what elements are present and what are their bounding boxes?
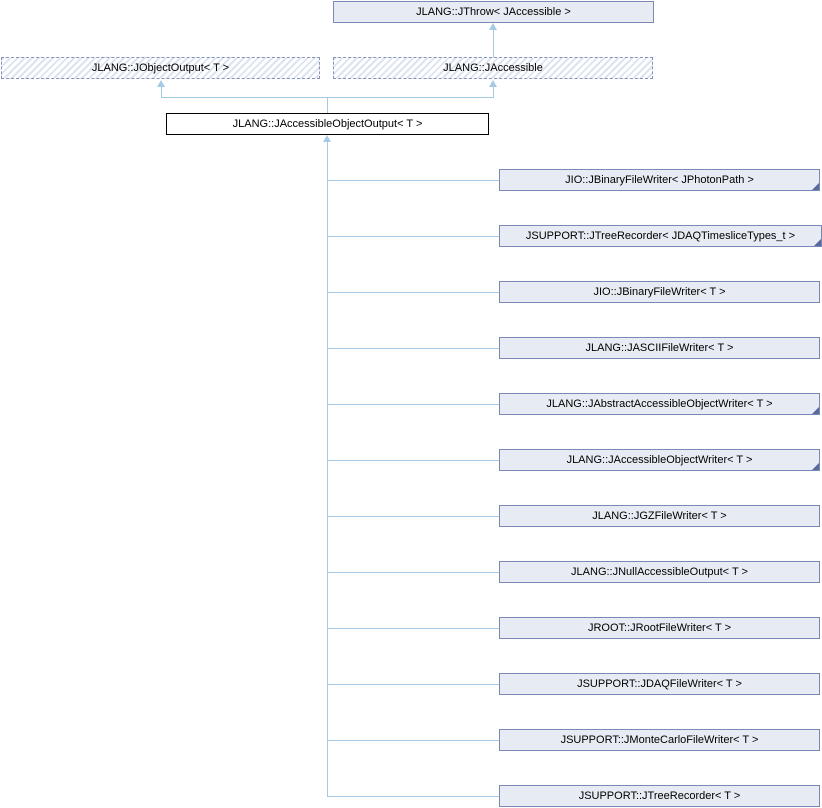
class-node-derived[interactable]: JIO::JBinaryFileWriter< T > <box>499 281 820 303</box>
class-name: JLANG::JObjectOutput< T > <box>91 62 230 74</box>
inheritance-edge <box>328 572 499 573</box>
inheritance-edge <box>328 740 499 741</box>
class-node-derived[interactable]: JSUPPORT::JMonteCarloFileWriter< T > <box>499 729 820 751</box>
class-name: JLANG::JAccessibleObjectWriter< T > <box>566 454 753 466</box>
inheritance-edge <box>328 516 499 517</box>
class-name: JLANG::JNullAccessibleOutput< T > <box>571 566 748 578</box>
class-name: JLANG::JAbstractAccessibleObjectWriter< … <box>546 398 773 410</box>
class-name: JLANG::JGZFileWriter< T > <box>592 510 727 522</box>
class-name: JSUPPORT::JTreeRecorder< T > <box>578 790 741 802</box>
class-node-derived[interactable]: JSUPPORT::JTreeRecorder< JDAQTimesliceTy… <box>499 225 822 247</box>
inheritance-edge <box>328 684 499 685</box>
inheritance-edge <box>328 236 499 237</box>
inheritance-edge <box>328 404 499 405</box>
arrow-up-icon <box>323 135 331 142</box>
inheritance-edge <box>328 628 499 629</box>
inheritance-edge <box>493 87 494 97</box>
class-name: JLANG::JThrow< JAccessible > <box>416 6 571 18</box>
subclasses-fold-icon <box>812 407 819 414</box>
inheritance-edge <box>328 180 499 181</box>
class-node-current: JLANG::JAccessibleObjectOutput< T > <box>166 113 489 135</box>
class-name: JROOT::JRootFileWriter< T > <box>587 622 732 634</box>
inheritance-edge <box>328 460 499 461</box>
class-name: JSUPPORT::JMonteCarloFileWriter< T > <box>560 734 759 746</box>
subclasses-fold-icon <box>814 239 821 246</box>
arrow-up-icon <box>489 80 497 87</box>
class-node-derived[interactable]: JLANG::JAbstractAccessibleObjectWriter< … <box>499 393 820 415</box>
class-name: JSUPPORT::JTreeRecorder< JDAQTimesliceTy… <box>525 230 796 242</box>
class-name: JLANG::JAccessible <box>443 62 543 74</box>
class-node-jobjectoutput[interactable]: JLANG::JObjectOutput< T > <box>1 57 320 79</box>
class-node-jthrow[interactable]: JLANG::JThrow< JAccessible > <box>333 1 654 23</box>
class-name: JSUPPORT::JDAQFileWriter< T > <box>577 678 742 690</box>
class-name: JIO::JBinaryFileWriter< T > <box>593 286 726 298</box>
class-node-derived[interactable]: JSUPPORT::JDAQFileWriter< T > <box>499 673 820 695</box>
class-node-derived[interactable]: JROOT::JRootFileWriter< T > <box>499 617 820 639</box>
subclasses-fold-icon <box>812 463 819 470</box>
inheritance-edge <box>161 87 162 97</box>
inheritance-edge <box>327 141 328 797</box>
arrow-up-icon <box>489 23 497 30</box>
inheritance-edge <box>328 348 499 349</box>
arrow-up-icon <box>157 80 165 87</box>
inheritance-edge <box>327 97 328 113</box>
class-node-derived[interactable]: JLANG::JASCIIFileWriter< T > <box>499 337 820 359</box>
class-name: JLANG::JAccessibleObjectOutput< T > <box>232 118 423 130</box>
class-node-derived[interactable]: JLANG::JNullAccessibleOutput< T > <box>499 561 820 583</box>
inheritance-edge <box>493 30 494 57</box>
class-node-derived[interactable]: JIO::JBinaryFileWriter< JPhotonPath > <box>499 169 820 191</box>
inheritance-edge <box>328 796 499 797</box>
inheritance-edge <box>328 292 499 293</box>
class-node-derived[interactable]: JLANG::JGZFileWriter< T > <box>499 505 820 527</box>
class-name: JIO::JBinaryFileWriter< JPhotonPath > <box>565 174 754 186</box>
class-node-derived[interactable]: JLANG::JAccessibleObjectWriter< T > <box>499 449 820 471</box>
class-name: JLANG::JASCIIFileWriter< T > <box>585 342 734 354</box>
class-node-jaccessible[interactable]: JLANG::JAccessible <box>333 57 653 79</box>
subclasses-fold-icon <box>812 183 819 190</box>
class-node-derived[interactable]: JSUPPORT::JTreeRecorder< T > <box>499 785 820 807</box>
